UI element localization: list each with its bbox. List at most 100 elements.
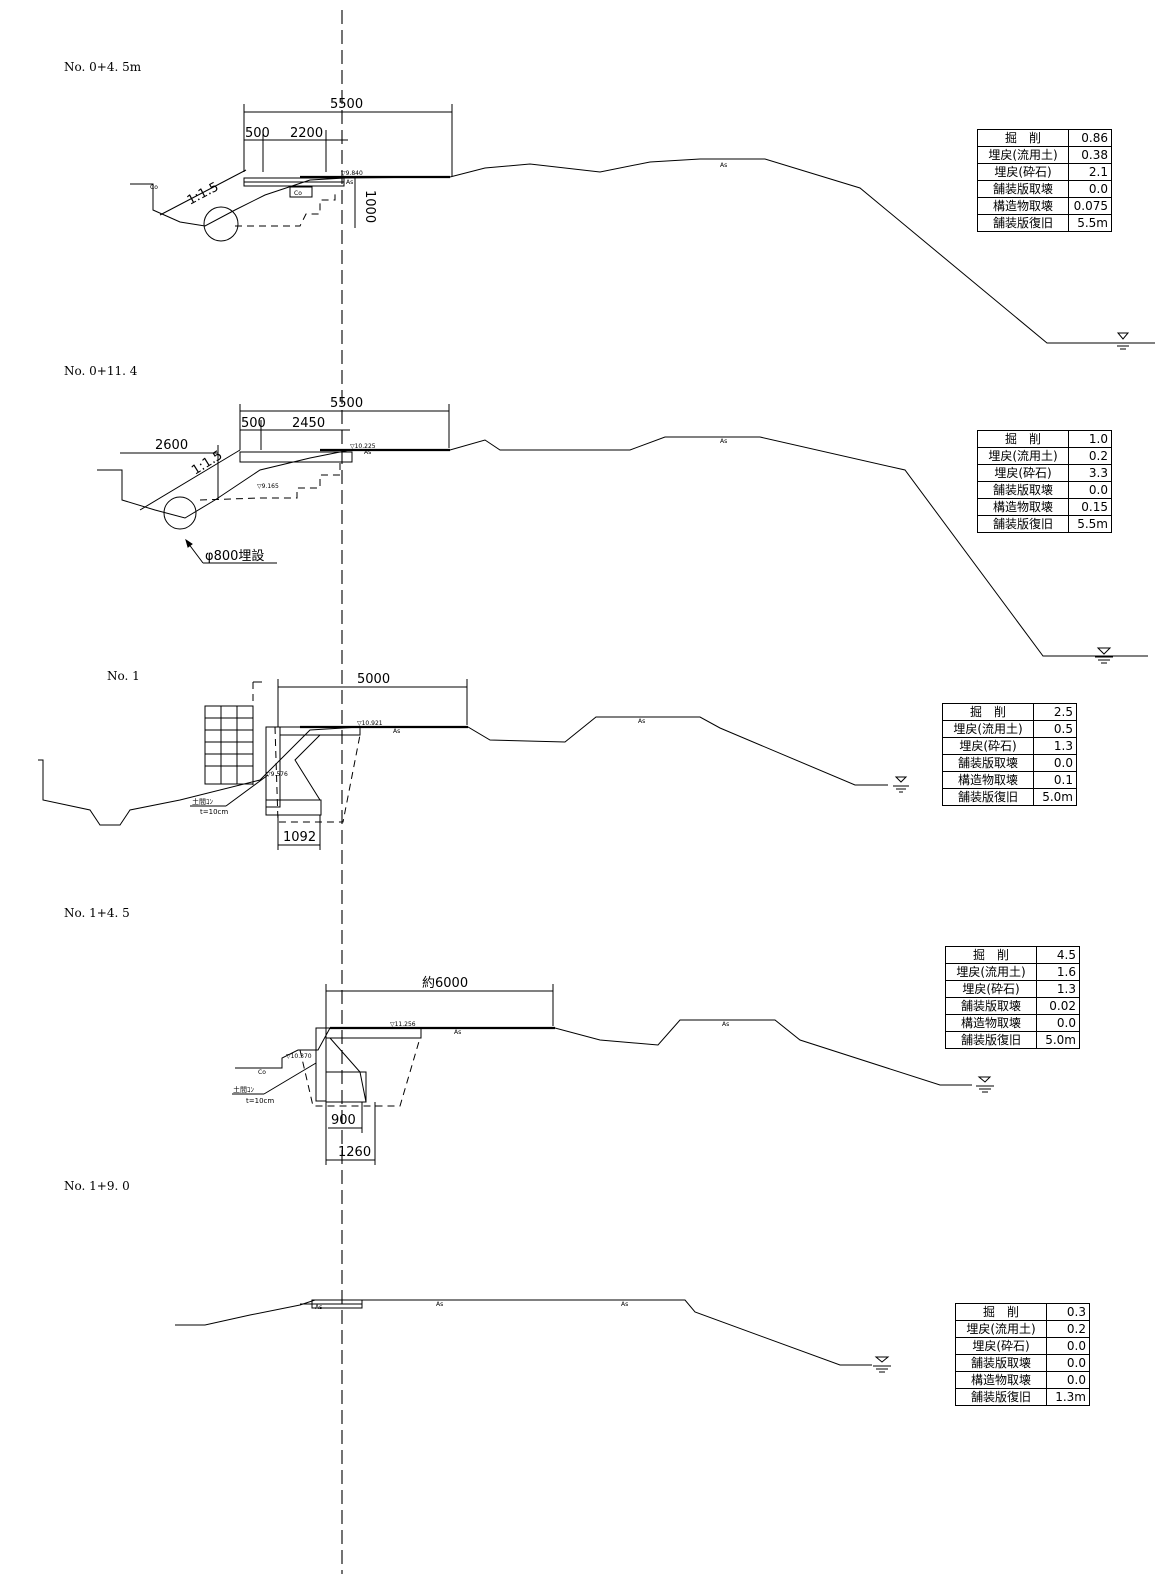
quantity-row: 埋戻(流用土)0.2 (977, 447, 1112, 465)
section-3-ground (38, 716, 888, 826)
section-4-label: No. 1+4. 5 (64, 906, 130, 920)
quantity-row: 埋戻(流用土)0.38 (977, 146, 1112, 164)
section-2-elev-b: ▽9.165 (257, 483, 279, 490)
section-3-wall (265, 726, 281, 808)
quantity-item: 舗装版取壊 (977, 481, 1069, 499)
section-2-mat-as: As (364, 449, 371, 456)
quantity-value: 0.2 (1046, 1320, 1090, 1338)
quantity-item: 埋戻(流用土) (977, 447, 1069, 465)
section-3-note-b: t=10cm (200, 808, 228, 816)
section-3-note-a: 土間ｺﾝ (192, 797, 213, 806)
quantity-value: 0.3 (1046, 1303, 1090, 1321)
section-4-dim-900: 900 (331, 1113, 356, 1128)
quantity-item: 埋戻(流用土) (942, 720, 1034, 738)
section-4-footing (325, 1071, 367, 1103)
quantity-value: 5.5m (1068, 515, 1112, 533)
quantity-item: 構造物取壊 (942, 771, 1034, 789)
section-2-pipe-leader (187, 542, 204, 564)
quantity-item: 構造物取壊 (955, 1371, 1047, 1389)
quantity-item: 掘 削 (977, 129, 1069, 147)
quantity-item: 舗装版復旧 (945, 1031, 1037, 1049)
section-4-mat-as-b: As (722, 1021, 729, 1028)
section-5-water-icon (873, 1356, 891, 1373)
section-3-water-icon (893, 776, 909, 793)
section-3-footing (265, 799, 322, 816)
section-1-water-icon (1115, 332, 1131, 350)
quantity-item: 舗装版取壊 (942, 754, 1034, 772)
section-4-note-a: 土間ｺﾝ (233, 1085, 254, 1094)
section-1-excavation (235, 190, 336, 227)
quantity-item: 埋戻(砕石) (977, 464, 1069, 482)
quantity-value: 0.38 (1068, 146, 1112, 164)
section-5: No. 1+9. 0 As As As (64, 1179, 891, 1373)
quantity-row: 埋戻(砕石)1.3 (942, 737, 1077, 755)
section-2: No. 0+11. 4 5500 500 2450 2600 1:1.5 ▽10… (64, 364, 1148, 664)
section-1-elev: ▽9.840 (341, 170, 363, 177)
quantity-value: 1.0 (1068, 430, 1112, 448)
quantity-value: 0.0 (1046, 1337, 1090, 1355)
quantity-row: 埋戻(流用土)0.5 (942, 720, 1077, 738)
section-1-mat-as-b: As (720, 162, 727, 169)
quantity-item: 舗装版復旧 (977, 214, 1069, 232)
quantity-value: 1.3 (1036, 980, 1080, 998)
section-5-label: No. 1+9. 0 (64, 1179, 130, 1193)
section-5-mat-as-b: As (436, 1301, 443, 1308)
section-3-building-icon (204, 681, 262, 790)
section-3-excavation (274, 726, 361, 823)
section-3-elev-b: ▽9.576 (266, 771, 288, 778)
quantity-value: 1.3m (1046, 1388, 1090, 1406)
quantity-item: 埋戻(砕石) (945, 980, 1037, 998)
quantity-value: 1.3 (1033, 737, 1077, 755)
quantity-item: 舗装版取壊 (955, 1354, 1047, 1372)
quantity-value: 5.0m (1033, 788, 1077, 806)
quantity-item: 舗装版復旧 (942, 788, 1034, 806)
section-4-mat-as: As (454, 1029, 461, 1036)
quantity-row: 埋戻(砕石)0.0 (955, 1337, 1090, 1355)
quantity-item: 構造物取壊 (945, 1014, 1037, 1032)
quantity-value: 5.0m (1036, 1031, 1080, 1049)
section-3-label: No. 1 (107, 669, 140, 683)
section-4-wall (315, 1027, 327, 1102)
section-2-dim-5500: 5500 (330, 396, 363, 411)
quantity-item: 掘 削 (955, 1303, 1047, 1321)
quantity-value: 0.02 (1036, 997, 1080, 1015)
section-1-slope: 1:1.5 (185, 180, 221, 209)
section-1-co-block (289, 186, 313, 198)
quantity-row: 埋戻(流用土)0.2 (955, 1320, 1090, 1338)
section-4-note-leader (263, 1062, 317, 1095)
quantity-item: 掘 削 (945, 946, 1037, 964)
section-4-structure (329, 1037, 367, 1103)
section-1-mat-as: As (346, 179, 353, 186)
section-1-slope-line (159, 169, 247, 216)
section-1-label: No. 0+4. 5m (64, 60, 142, 74)
section-4-ground (235, 1019, 972, 1086)
section-3-dim-1092: 1092 (283, 830, 316, 845)
quantity-item: 舗装版復旧 (955, 1388, 1047, 1406)
section-3-dim-5000: 5000 (357, 672, 390, 687)
section-3-structure (285, 734, 322, 801)
section-2-dim-2450: 2450 (292, 416, 325, 431)
section-5-mat-as-a: As (315, 1304, 322, 1311)
section-2-arrow-icon (185, 538, 193, 548)
section-4-mat-co: Co (258, 1069, 266, 1076)
quantity-item: 構造物取壊 (977, 498, 1069, 516)
quantity-value: 0.2 (1068, 447, 1112, 465)
section-3-elev-a: ▽10.921 (357, 720, 383, 727)
quantity-value: 0.1 (1033, 771, 1077, 789)
